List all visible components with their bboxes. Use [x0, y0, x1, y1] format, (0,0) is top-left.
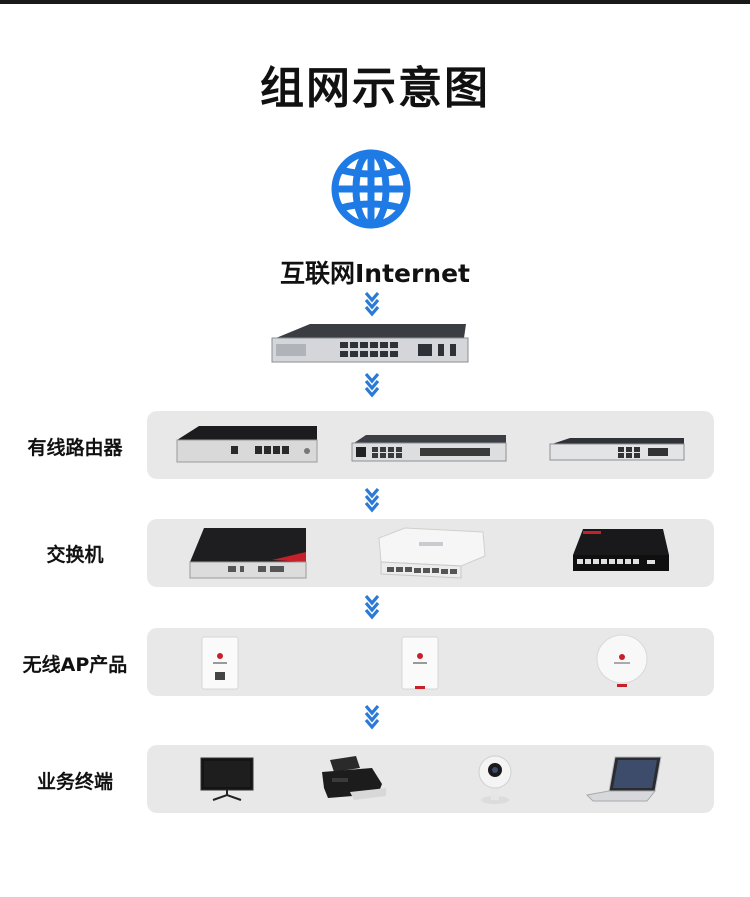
globe-icon [331, 149, 411, 229]
ap-wall-plate-slim [401, 636, 439, 690]
diagram-title: 组网示意图 [260, 63, 490, 114]
switch-white-desktop [378, 527, 486, 579]
row-label-switch: 交换机 [46, 544, 104, 566]
chevron-down-icon [364, 594, 380, 620]
router-1u-black [176, 426, 318, 463]
ap-wall-plate [201, 636, 239, 690]
router-1u-silver [351, 435, 507, 462]
chevron-down-icon [364, 372, 380, 398]
printer-icon [322, 756, 386, 800]
laptop-icon [585, 756, 662, 802]
row-label-business-terminal: 业务终端 [36, 771, 113, 793]
top-border [0, 0, 750, 4]
internet-label: 互联网Internet [279, 259, 471, 288]
monitor-icon [200, 757, 254, 801]
switch-black-red [189, 528, 307, 579]
gateway-firewall-device [271, 324, 469, 363]
switch-black-8port [573, 529, 669, 571]
chevron-down-icon [364, 291, 380, 317]
chevron-down-icon [364, 704, 380, 730]
row-label-wireless-ap: 无线AP产品 [22, 654, 128, 676]
chevron-down-icon [364, 487, 380, 513]
ap-ceiling-round [596, 634, 648, 687]
router-1u-slim [549, 438, 685, 461]
row-label-wired-router: 有线路由器 [27, 437, 123, 459]
security-camera-icon [478, 755, 512, 804]
